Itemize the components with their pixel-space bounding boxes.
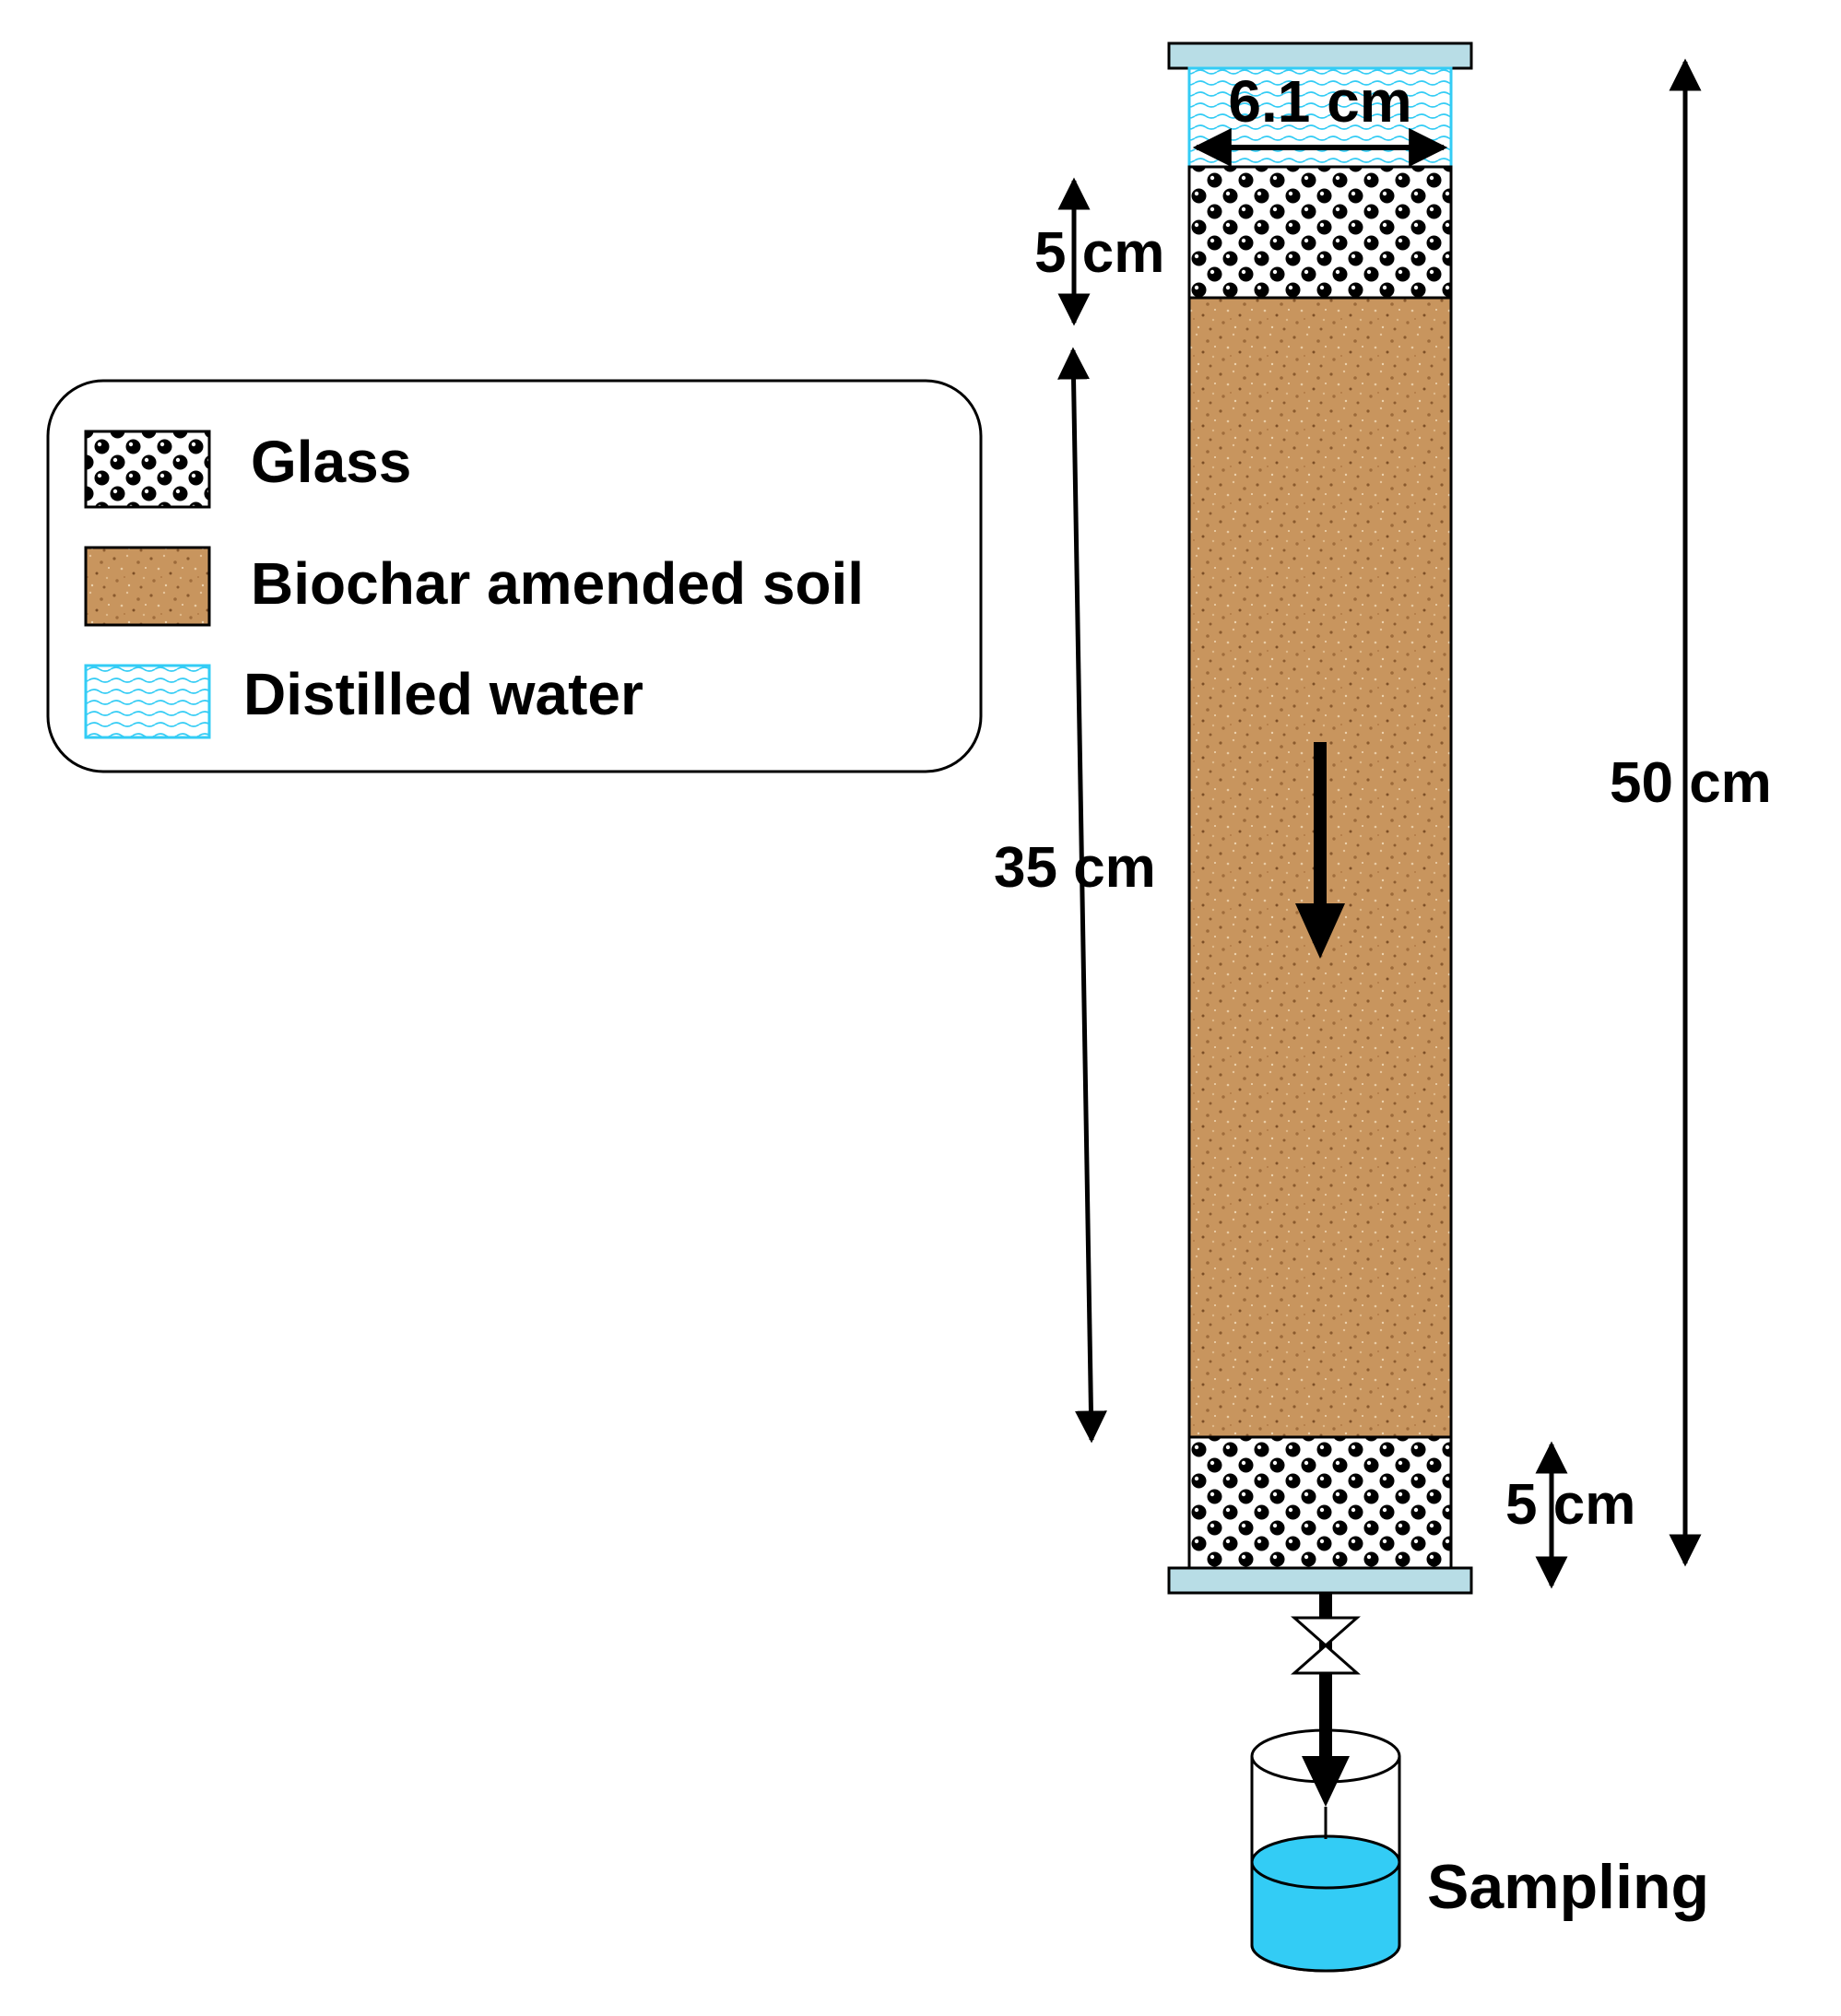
soil-column — [1167, 41, 1473, 1595]
bottom-glass-label: 5 cm — [1505, 1473, 1635, 1537]
flow-arrow — [1295, 742, 1345, 959]
top-glass-label: 5 cm — [1034, 221, 1164, 285]
legend-label-glass: Glass — [251, 429, 411, 495]
legend-swatch-glass — [84, 430, 211, 509]
legend-swatch-water — [84, 664, 211, 739]
bottom-glass-dimension: 5 cm — [1505, 1441, 1635, 1589]
legend-swatch-soil — [84, 546, 211, 627]
diameter-dimension: 6.1 cm — [1192, 68, 1448, 167]
top-glass-layer — [1187, 165, 1453, 300]
legend-label-water: Distilled water — [243, 661, 643, 727]
soil-layer-label: 35 cm — [994, 836, 1156, 900]
valve-icon — [1291, 1616, 1361, 1675]
outlet-assembly: Sampling — [1250, 1593, 1709, 1973]
beaker-icon — [1250, 1728, 1401, 1973]
sampling-label: Sampling — [1427, 1852, 1709, 1922]
bottom-glass-layer — [1187, 1435, 1453, 1570]
legend-label-soil: Biochar amended soil — [251, 550, 864, 617]
bottom-end-cap — [1167, 1566, 1473, 1595]
total-height-label: 50 cm — [1610, 751, 1772, 815]
diameter-label: 6.1 cm — [1228, 68, 1411, 135]
total-height-dimension: 50 cm — [1610, 58, 1772, 1567]
soil-layer-dimension: 35 cm — [994, 347, 1156, 1444]
legend-box — [46, 379, 983, 773]
legend: Glass Biochar amended soil Distilled wat… — [46, 379, 983, 773]
top-glass-dimension: 5 cm — [1034, 177, 1164, 326]
top-end-cap — [1167, 41, 1473, 70]
